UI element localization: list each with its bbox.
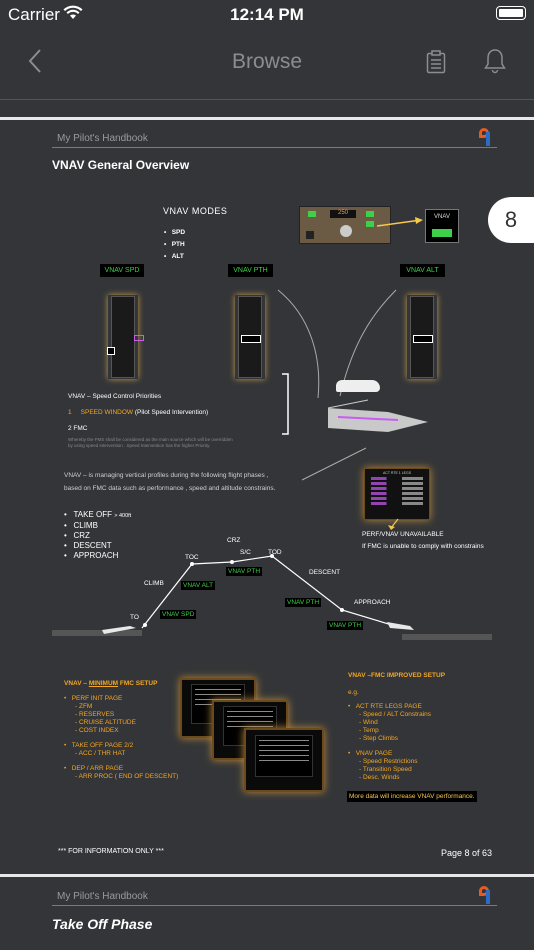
arrow-icon	[377, 217, 423, 227]
header-divider	[52, 147, 497, 148]
page-counter: Page 8 of 63	[441, 848, 493, 858]
vnav-display-label: VNAV	[434, 214, 450, 220]
phase-list: • TAKE OFF > 400ft • CLIMB • CRZ • DESCE…	[64, 510, 131, 561]
next-page-title: Take Off Phase	[52, 916, 153, 932]
phase-item: • CLIMB	[64, 521, 98, 530]
profile-diagram-icon	[282, 373, 428, 435]
priorities-title: VNAV – Speed Control Priorities	[68, 393, 162, 400]
priority-item-1: 1 SPEED WINDOW (Pilot Speed Intervention…	[68, 409, 209, 416]
handbook-label: My Pilot's Handbook	[57, 891, 148, 902]
profile-label-toc: TOC	[185, 554, 199, 561]
phase-item: • TAKE OFF > 400ft	[64, 510, 132, 519]
aircraft-image	[336, 380, 380, 392]
back-button[interactable]	[28, 48, 42, 79]
clock: 12:14 PM	[230, 5, 304, 24]
flight-profile-icon	[52, 554, 492, 640]
handbook-label: My Pilot's Handbook	[57, 133, 148, 144]
description-line: based on FMC data such as performance , …	[64, 485, 276, 492]
description-line: VNAV – is managing vertical profiles dur…	[64, 472, 269, 479]
min-setup-title: VNAV – MINIMUM FMC SETUP	[64, 680, 158, 687]
clipboard-button[interactable]	[426, 50, 446, 79]
phase-item: • DESCENT	[64, 541, 112, 550]
mcp-panel-image: 250	[299, 206, 391, 244]
phase-item: • APPROACH	[64, 551, 119, 560]
vnav-alt-label: VNAV ALT	[400, 264, 445, 277]
profile-mode-label: VNAV PTH	[285, 598, 322, 607]
mode-item: • ALT	[164, 253, 184, 260]
profile-label-crz: CRZ	[227, 537, 241, 544]
fmc-legs-display: ACT RTE 1 LEGS	[364, 468, 430, 520]
profile-label-approach: APPROACH	[354, 599, 391, 606]
profile-label-tod: TOD	[268, 549, 282, 556]
fmc-dep-arr-image	[244, 728, 324, 792]
path-altitude-tape	[238, 296, 262, 378]
priority-note: Whereby the FMS shall be considered as t…	[68, 437, 233, 442]
priority-note: by using speed intervention . Speed Inte…	[68, 443, 211, 448]
nav-bar: Browse	[0, 28, 534, 100]
page-number-badge[interactable]: 8	[488, 197, 534, 243]
perf-unavailable-label: PERF/VNAV UNAVAILABLE	[362, 531, 444, 538]
mode-item: • PTH	[164, 241, 185, 248]
vnav-spd-label: VNAV SPD	[100, 264, 144, 277]
info-only-note: *** FOR INFORMATION ONLY ***	[58, 848, 164, 855]
clipboard-icon	[426, 50, 446, 74]
priority-item-2: 2 FMC	[68, 425, 88, 432]
profile-mode-label: VNAV SPD	[160, 610, 197, 619]
improved-setup-title: VNAV –FMC IMPROVED SETUP	[348, 672, 446, 679]
battery-icon	[496, 6, 526, 20]
vnav-pth-label: VNAV PTH	[228, 264, 273, 277]
profile-mode-label: VNAV PTH	[327, 621, 364, 630]
nav-title: Browse	[231, 50, 303, 73]
page-separator	[0, 874, 534, 877]
header-divider	[52, 905, 497, 906]
chevron-left-icon	[28, 49, 41, 73]
profile-label-descent: DESCENT	[309, 569, 341, 576]
speed-tape	[107, 296, 144, 378]
handbook-logo	[479, 128, 495, 146]
improved-setup-eg: e.g.	[348, 689, 359, 696]
wifi-icon	[63, 5, 83, 25]
page-title: VNAV General Overview	[52, 158, 190, 172]
page-separator	[0, 117, 534, 120]
altitude-tape	[410, 296, 434, 378]
notifications-button[interactable]	[484, 48, 506, 79]
improved-setup-list: • ACT RTE LEGS PAGE - Speed / ALT Constr…	[348, 703, 432, 781]
profile-label-sc: S/C	[240, 549, 251, 556]
phase-item: • CRZ	[64, 531, 90, 540]
arrow-down-icon	[388, 518, 399, 530]
profile-label-to: TO	[130, 614, 139, 621]
handbook-logo	[479, 886, 495, 904]
status-bar: Carrier 12:14 PM	[0, 0, 534, 28]
perf-unavailable-note: If FMC is unable to comply with constrai…	[362, 543, 484, 550]
vnav-modes-title: VNAV MODES	[163, 206, 228, 216]
mode-item: • SPD	[164, 229, 186, 236]
profile-mode-label: VNAV PTH	[226, 567, 263, 576]
pointer-line-icon	[301, 447, 367, 481]
bell-icon	[484, 49, 506, 74]
min-setup-list: • PERF INIT PAGE - ZFM - RESERVES - CRUI…	[64, 695, 179, 780]
vnav-display: VNAV	[425, 209, 459, 243]
carrier-label: Carrier	[8, 5, 60, 24]
improved-setup-footer: More data will increase VNAV performance…	[347, 791, 477, 802]
profile-mode-label: VNAV ALT	[181, 581, 216, 590]
profile-label-climb: CLIMB	[144, 580, 164, 587]
